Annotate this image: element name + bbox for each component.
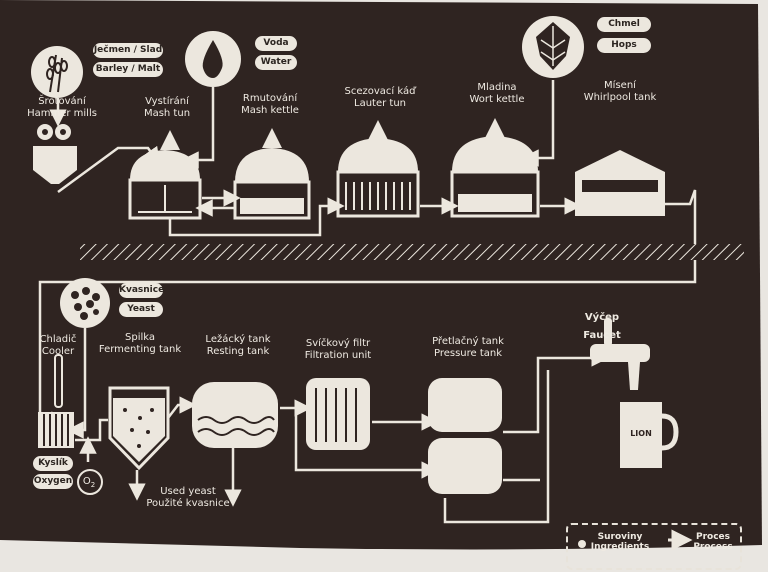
legend-ingredients-marker (578, 540, 586, 548)
pipe-pressure-to-faucet (503, 349, 609, 434)
pill-hops-cz: Chmel (597, 17, 651, 32)
pipe-cooler-to-ferment (75, 418, 108, 442)
fermenting-tank-icon (108, 386, 170, 471)
pipe-yeast-down (66, 328, 87, 439)
pill-yeast-en: Yeast (119, 302, 163, 317)
pressure-tank-icon (428, 378, 502, 494)
faucet-icon (590, 318, 650, 390)
hammer-mill-icon (33, 124, 77, 184)
oxygen-symbol: O2 (82, 476, 96, 489)
pill-oxygen-en: Oxygen (33, 474, 73, 489)
pipe-lower-to-faucet (443, 370, 550, 524)
pill-yeast-cz: Kvasnice (119, 283, 164, 298)
pill-oxygen-cz: Kyslík (33, 456, 73, 471)
mug-logo: LION (630, 429, 652, 438)
beer-mug-icon (620, 402, 679, 468)
pill-grain-en: Barley / Malt (93, 62, 163, 77)
oxygen-icon (77, 469, 103, 495)
mash-tun-icon (128, 130, 202, 220)
water-drop-icon (185, 31, 241, 87)
pill-grain-cz: Ječmen / Slad (93, 43, 163, 58)
wort-kettle-icon (450, 118, 540, 218)
resting-tank-icon (192, 382, 278, 448)
lauter-tun-icon (336, 120, 420, 218)
cooler-icon (38, 412, 74, 448)
divider-band (80, 244, 744, 260)
legend-box (566, 523, 742, 570)
grain-icon (31, 46, 83, 98)
pipe-hops (521, 80, 555, 167)
mash-kettle-icon (233, 128, 311, 220)
pipe-rest-to-pressure (294, 408, 439, 479)
thermometer-icon (54, 354, 63, 408)
yeast-icon (60, 278, 110, 328)
pill-water-en: Water (255, 55, 297, 70)
hops-icon (522, 16, 584, 78)
pill-water-cz: Voda (255, 36, 297, 51)
pipe-ferment-to-rest (167, 396, 197, 419)
pipe-water (181, 87, 215, 169)
pipe-mash-to-lauter (168, 197, 345, 237)
filtration-unit-icon (306, 378, 370, 450)
whirlpool-tank-icon (575, 150, 665, 216)
pill-hops-en: Hops (597, 38, 651, 53)
